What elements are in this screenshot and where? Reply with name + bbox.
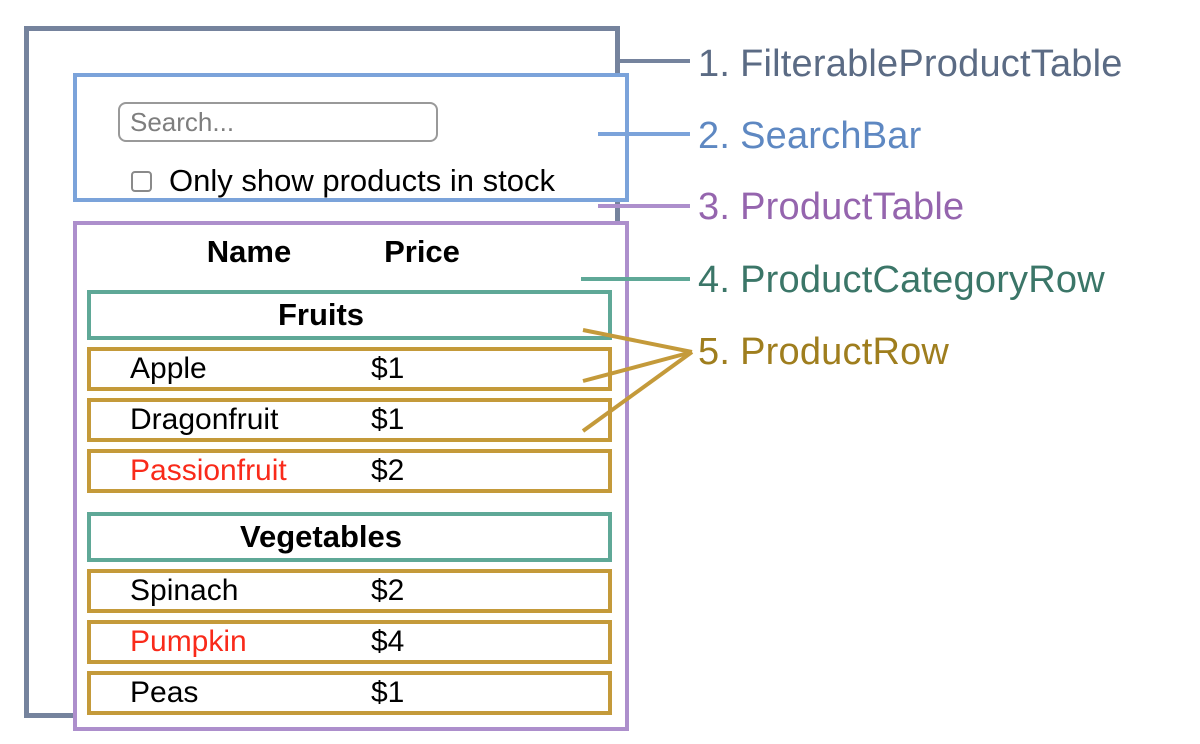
product-name: Apple: [130, 352, 207, 385]
product-name: Peas: [130, 676, 199, 709]
legend-item-label: ProductRow: [740, 330, 950, 373]
product-category-row: Fruits: [87, 290, 612, 340]
in-stock-filter-row: Only show products in stock: [131, 163, 625, 199]
product-row: Peas $1: [87, 671, 612, 715]
table-header-row: Name Price: [87, 233, 612, 271]
in-stock-checkbox-label: Only show products in stock: [169, 163, 555, 198]
legend-item-label: ProductTable: [740, 185, 965, 228]
legend-item-label: FilterableProductTable: [740, 42, 1123, 85]
legend-item-SearchBar: 2.SearchBar: [698, 112, 921, 160]
product-row: Apple $1: [87, 347, 612, 391]
product-name: Spinach: [130, 574, 239, 607]
in-stock-checkbox[interactable]: [131, 170, 152, 192]
product-price: $2: [371, 454, 405, 487]
product-price: $1: [371, 676, 405, 709]
column-header-price: Price: [384, 234, 460, 269]
product-category-row: Vegetables: [87, 512, 612, 562]
legend-item-number: 2.: [698, 114, 731, 157]
filterable-product-table-box: Only show products in stock Name Price F…: [24, 26, 629, 731]
search-input[interactable]: [118, 102, 438, 142]
legend-item-label: SearchBar: [740, 114, 922, 157]
product-row: Pumpkin $4: [87, 620, 612, 664]
product-name: Passionfruit: [130, 454, 287, 487]
product-price: $4: [371, 625, 405, 658]
product-name: Dragonfruit: [130, 403, 279, 436]
legend-item-ProductRow: 5.ProductRow: [698, 328, 949, 376]
product-name: Pumpkin: [130, 625, 247, 658]
legend-item-number: 4.: [698, 258, 731, 301]
column-header-name: Name: [206, 234, 292, 269]
product-row: Passionfruit $2: [87, 449, 612, 493]
legend-item-number: 5.: [698, 330, 731, 373]
product-price: $1: [371, 352, 405, 385]
product-price: $2: [371, 574, 405, 607]
legend-item-number: 1.: [698, 42, 731, 85]
category-label: Fruits: [277, 297, 365, 332]
category-label: Vegetables: [240, 519, 402, 554]
product-row: Dragonfruit $1: [87, 398, 612, 442]
legend-item-ProductTable: 3.ProductTable: [698, 183, 964, 231]
product-row: Spinach $2: [87, 569, 612, 613]
legend-item-FilterableProductTable: 1.FilterableProductTable: [698, 40, 1123, 88]
legend-item-ProductCategoryRow: 4.ProductCategoryRow: [698, 256, 1105, 304]
legend-item-label: ProductCategoryRow: [740, 258, 1105, 301]
product-price: $1: [371, 403, 405, 436]
search-bar-box: Only show products in stock: [73, 73, 629, 202]
legend-item-number: 3.: [698, 185, 731, 228]
